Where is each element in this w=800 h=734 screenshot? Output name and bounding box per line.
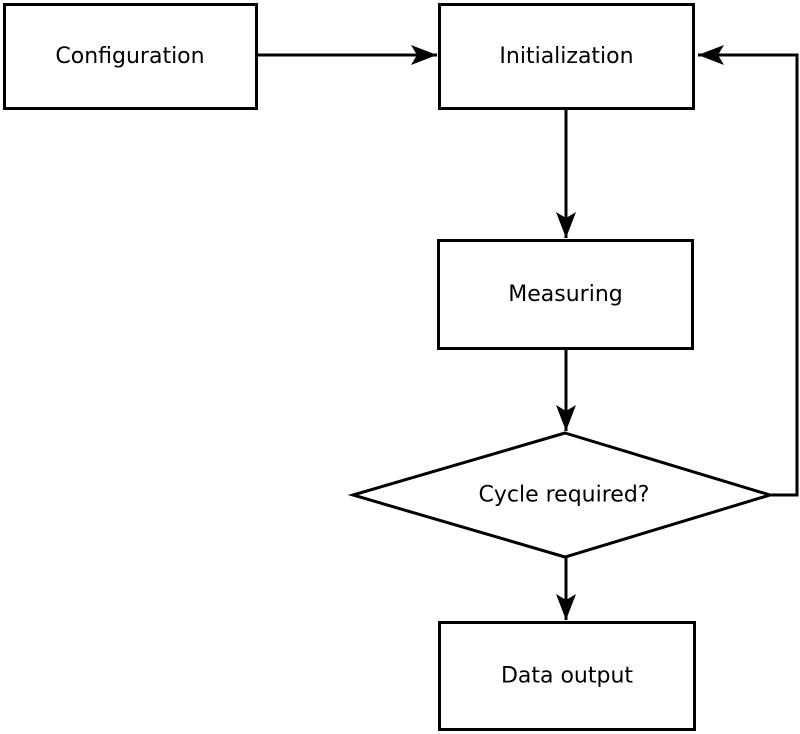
node-measuring bbox=[437, 239, 694, 350]
node-cycle-required-label: Cycle required? bbox=[479, 483, 650, 508]
node-cycle-required bbox=[347, 431, 776, 559]
node-data-output bbox=[438, 621, 696, 731]
node-configuration bbox=[3, 3, 258, 110]
node-data-output-label: Data output bbox=[501, 664, 633, 689]
node-measuring-label: Measuring bbox=[508, 282, 622, 307]
node-configuration-label: Configuration bbox=[55, 44, 204, 69]
node-initialization bbox=[438, 3, 695, 110]
edge-cycle-required-feedback-to-initialization bbox=[698, 45, 799, 497]
node-initialization-label: Initialization bbox=[499, 44, 633, 69]
